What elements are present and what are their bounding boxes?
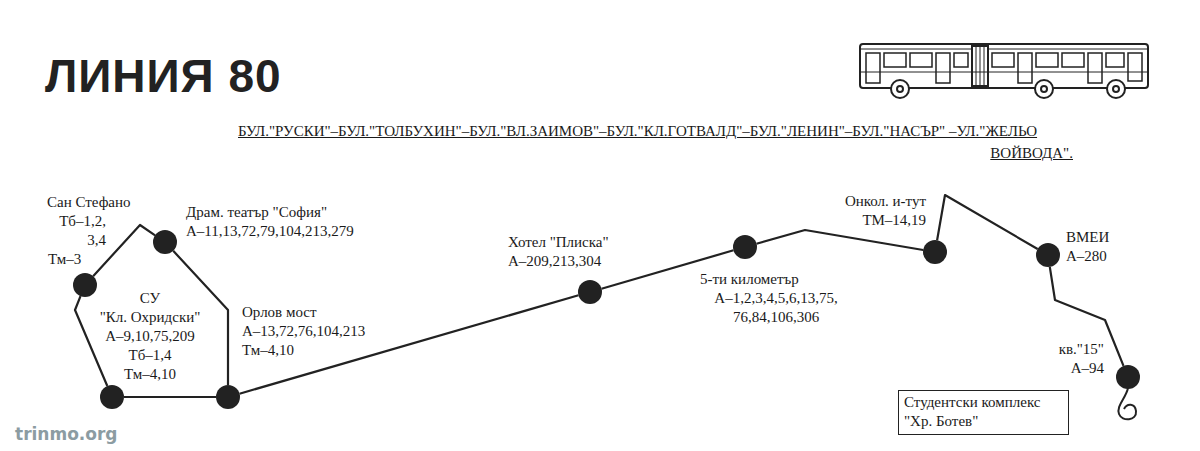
stop-dot: 5-ти километърА–1,2,3,4,5,6,13,75, 76,84… bbox=[733, 235, 757, 259]
route-numbers: "Кл. Охридски" bbox=[88, 308, 212, 327]
stop-name: кв."15" bbox=[990, 340, 1104, 359]
terminus-loop bbox=[1118, 388, 1136, 419]
route-numbers: Тм–4,10 bbox=[90, 365, 210, 384]
route-line bbox=[937, 195, 1038, 249]
stop-name: Онкол. и-тут bbox=[806, 192, 926, 211]
stop-name: СУ bbox=[90, 289, 210, 308]
route-numbers: Тб–1,2, 3,4 bbox=[48, 212, 106, 250]
stop-dot: Орлов мостА–13,72,76,104,213Тм–4,10 bbox=[216, 385, 240, 409]
watermark: trinmo.org bbox=[15, 424, 118, 444]
route-streets: БУЛ."РУСКИ"–БУЛ."ТОЛБУХИН"–БУЛ."ВЛ.ЗАИМО… bbox=[238, 120, 1073, 164]
stop-name: Хотел "Плиска" bbox=[508, 233, 609, 252]
route-numbers: А–13,72,76,104,213 bbox=[242, 322, 365, 341]
stop-dot: кв."15"А–94 bbox=[1116, 365, 1140, 389]
stop-dot: СУ"Кл. Охридски"А–9,10,75,209Тб–1,4Тм–4,… bbox=[100, 385, 124, 409]
route-line bbox=[240, 295, 579, 393]
route-numbers: ТМ–14,19 bbox=[806, 211, 926, 230]
stop-name: ВМЕИ bbox=[1066, 228, 1109, 247]
terminus-name: Студентски комплекс "Хр. Ботев" bbox=[904, 393, 1062, 431]
stop-dot: Драм. театър "София"А–11,13,72,79,104,21… bbox=[153, 230, 177, 254]
stop-name: Орлов мост bbox=[242, 303, 317, 322]
route-numbers: Тм–4,10 bbox=[242, 341, 294, 360]
stop-name: 5-ти километър bbox=[700, 270, 799, 289]
stop-name: Сан Стефано bbox=[47, 193, 131, 212]
bus-drawing bbox=[860, 44, 1148, 98]
stop-dot: Онкол. и-тутТМ–14,19 bbox=[923, 240, 947, 264]
route-numbers: А–280 bbox=[1066, 247, 1107, 266]
stop-name: Драм. театър "София" bbox=[186, 203, 327, 222]
stop-dot: Хотел "Плиска"А–209,213,304 bbox=[578, 280, 602, 304]
route-numbers: А–209,213,304 bbox=[508, 252, 601, 271]
route-numbers: Тб–1,4 bbox=[90, 346, 210, 365]
stop-dot: ВМЕИА–280 bbox=[1036, 243, 1060, 267]
terminus-box: Студентски комплекс "Хр. Ботев" bbox=[898, 390, 1069, 435]
route-numbers: А–11,13,72,79,104,213,279 bbox=[186, 222, 354, 241]
route-numbers: А–9,10,75,209 bbox=[88, 327, 212, 346]
stop-dot: Сан СтефаноТб–1,2, 3,4Тм–3 bbox=[73, 273, 97, 297]
title-heading: ЛИНИЯ 80 bbox=[45, 50, 282, 102]
route-numbers: А–1,2,3,4,5,6,13,75, 76,84,106,306 bbox=[692, 289, 860, 327]
route-line bbox=[124, 396, 216, 398]
route-numbers: А–94 bbox=[990, 359, 1104, 378]
route-numbers: Тм–3 bbox=[48, 250, 81, 269]
route-line bbox=[757, 230, 924, 250]
